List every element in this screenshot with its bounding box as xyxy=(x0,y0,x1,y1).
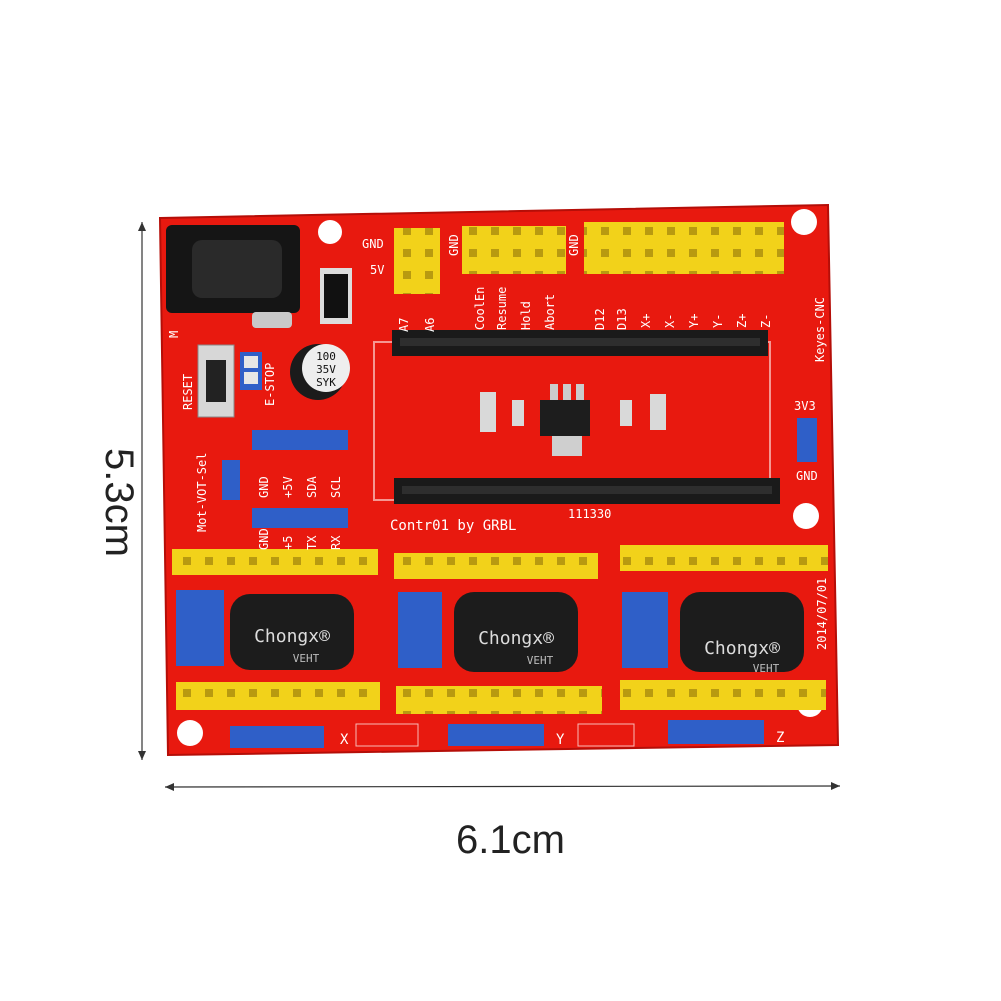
serial-header xyxy=(252,508,348,528)
cap-text-1: 100 xyxy=(316,350,336,363)
height-dimension-line xyxy=(138,222,146,760)
smd-resistor xyxy=(512,400,524,426)
label-zminus: Z- xyxy=(759,314,773,328)
label-credit: Contr01 by GRBL xyxy=(390,518,516,534)
microstep-jumpers-x xyxy=(176,590,224,666)
driver-sockets-z xyxy=(620,545,828,710)
label-d13: D13 xyxy=(615,308,629,330)
reset-button xyxy=(197,344,235,418)
svg-text:VEHT: VEHT xyxy=(753,662,780,675)
label-code: 111330 xyxy=(568,507,611,521)
microstep-jumpers-y xyxy=(398,592,442,668)
label-gnd-i2c: GND xyxy=(257,476,271,498)
svg-text:Chongx®: Chongx® xyxy=(478,628,554,649)
driver-sockets-y xyxy=(394,553,602,714)
label-axis-x: X xyxy=(340,732,349,748)
label-gnd-serial: GND xyxy=(257,528,271,550)
capacitor-z: Chongx® VEHT xyxy=(680,592,804,675)
label-board-title: Keyes-CNC xyxy=(813,297,827,362)
label-5v-i2c: +5V xyxy=(281,476,295,498)
estop-jumper xyxy=(240,352,262,390)
label-3v3: 3V3 xyxy=(794,399,816,413)
svg-text:Chongx®: Chongx® xyxy=(254,626,330,647)
3v3-jumper xyxy=(797,418,817,462)
svg-text:VEHT: VEHT xyxy=(527,654,554,667)
label-gnd-2: GND xyxy=(447,234,461,256)
label-axis-y: Y xyxy=(556,732,565,748)
label-sda: SDA xyxy=(305,476,319,498)
arduino-header-top xyxy=(392,330,768,356)
label-rx: RX xyxy=(329,535,343,550)
label-coolen: CoolEn xyxy=(473,287,487,330)
motor-connector-z xyxy=(668,720,764,744)
label-estop: E-STOP xyxy=(263,363,277,406)
label-d12: D12 xyxy=(593,308,607,330)
label-5v: 5V xyxy=(370,263,384,277)
label-reset: RESET xyxy=(181,374,195,410)
mot-vot-sel-jumper xyxy=(222,460,240,500)
capacitor-x: Chongx® VEHT xyxy=(230,594,354,670)
header-control xyxy=(462,226,566,274)
width-dimension-line xyxy=(164,782,841,791)
label-a7: A7 xyxy=(397,318,411,332)
label-axis-z: Z xyxy=(776,730,784,746)
label-xminus: X- xyxy=(663,314,677,328)
label-5-serial: +5 xyxy=(281,536,295,550)
arduino-header-bottom xyxy=(394,478,780,504)
header-a7-a6 xyxy=(394,228,440,294)
small-capacitor: 100 35V SYK xyxy=(290,344,350,400)
pad-pair xyxy=(355,723,419,747)
label-date: 2014/07/01 xyxy=(815,578,829,650)
smd-capacitor xyxy=(650,394,666,430)
pad-pair xyxy=(577,723,635,747)
label-hold: Hold xyxy=(519,301,533,330)
svg-text:Chongx®: Chongx® xyxy=(704,638,780,659)
label-a6: A6 xyxy=(423,318,437,332)
microstep-jumpers-z xyxy=(622,592,668,668)
driver-sockets-x xyxy=(172,549,380,710)
height-dimension-label: 5.3cm xyxy=(96,448,141,557)
svg-text:VEHT: VEHT xyxy=(293,652,320,665)
cap-text-3: SYK xyxy=(316,376,336,389)
mounting-hole xyxy=(791,209,817,235)
mounting-hole xyxy=(793,503,819,529)
label-m: M xyxy=(167,331,181,338)
i2c-header xyxy=(252,430,348,450)
smd-resistor xyxy=(620,400,632,426)
label-xplus: X+ xyxy=(639,314,653,328)
label-gnd-top: GND xyxy=(362,237,384,251)
polyfuse xyxy=(320,268,352,324)
cap-text-2: 35V xyxy=(316,363,336,376)
motor-connector-y xyxy=(448,724,544,746)
label-zplus: Z+ xyxy=(735,314,749,328)
header-limit-switches xyxy=(584,222,784,274)
label-tx: TX xyxy=(305,535,319,550)
label-yplus: Y+ xyxy=(687,314,701,328)
voltage-regulator xyxy=(540,384,590,456)
label-abort: Abort xyxy=(543,294,557,330)
capacitor-y: Chongx® VEHT xyxy=(454,592,578,672)
dc-power-jack xyxy=(166,225,300,328)
label-gnd-3v3: GND xyxy=(796,469,818,483)
label-mot-vot-sel: Mot-VOT-Sel xyxy=(195,453,209,532)
width-dimension-label: 6.1cm xyxy=(456,818,565,862)
mounting-hole xyxy=(318,220,342,244)
mounting-hole xyxy=(177,720,203,746)
label-yminus: Y- xyxy=(711,314,725,328)
smd-capacitor xyxy=(480,392,496,432)
label-scl: SCL xyxy=(329,476,343,498)
label-resume: Resume xyxy=(495,287,509,330)
motor-connector-x xyxy=(230,726,324,748)
label-gnd-3: GND xyxy=(567,234,581,256)
